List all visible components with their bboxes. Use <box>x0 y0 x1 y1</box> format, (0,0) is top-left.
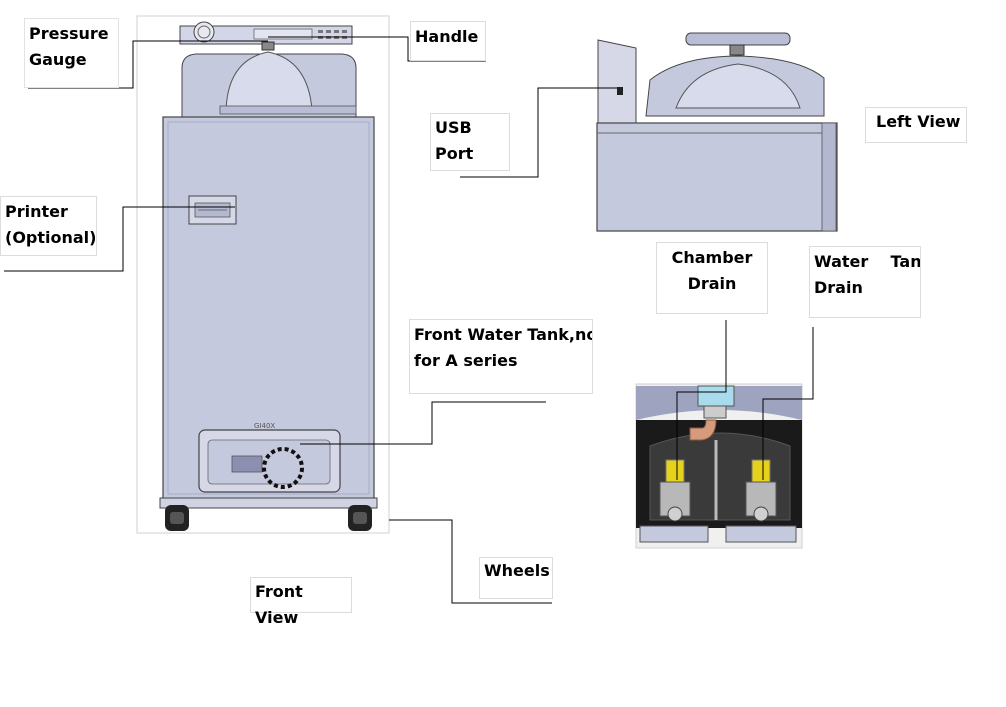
chamber-drain-fitting <box>697 385 735 407</box>
pressure-gauge-leader <box>28 40 268 89</box>
front-brand-text: GI40X <box>254 422 275 430</box>
handle-leader <box>268 36 486 62</box>
label-front-water-tank: Front Water Tank,no for A series <box>409 319 593 394</box>
handle-knob <box>261 41 275 51</box>
printer-leader <box>4 206 235 272</box>
label-handle: Handle <box>410 21 486 61</box>
handwheel <box>685 32 791 46</box>
front-tank-leader <box>300 401 546 445</box>
label-pressure-gauge: Pressure Gauge <box>24 18 119 88</box>
label-printer: Printer (Optional) <box>0 196 97 256</box>
label-water-tank-drain: Water Tank Drain <box>809 246 921 318</box>
front-view-illustration: GI40X <box>136 15 390 534</box>
label-usb-port: USB Port <box>430 113 510 171</box>
label-left-view: Left View <box>865 107 967 143</box>
copper-elbow <box>689 419 717 441</box>
chamber-drain-leader <box>676 320 727 480</box>
left-yellow-valve <box>665 459 685 483</box>
usb-port-leader <box>460 87 617 178</box>
label-wheels: Wheels <box>479 557 553 599</box>
leader-lines <box>4 36 814 604</box>
usb-port <box>617 87 623 95</box>
right-yellow-valve <box>751 459 771 483</box>
water-tank-drain-leader <box>762 327 814 480</box>
base-plate <box>159 497 378 509</box>
left-view-illustration <box>596 32 838 232</box>
pressure-gauge-dial <box>193 21 215 43</box>
wheels-leader <box>389 519 552 604</box>
tank-highlight-circle <box>262 447 304 489</box>
drain-detail-illustration <box>635 383 803 549</box>
left-cabinet <box>596 122 838 232</box>
label-chamber-drain: Chamber Drain <box>656 242 768 314</box>
label-front-view: Front View <box>250 577 352 627</box>
